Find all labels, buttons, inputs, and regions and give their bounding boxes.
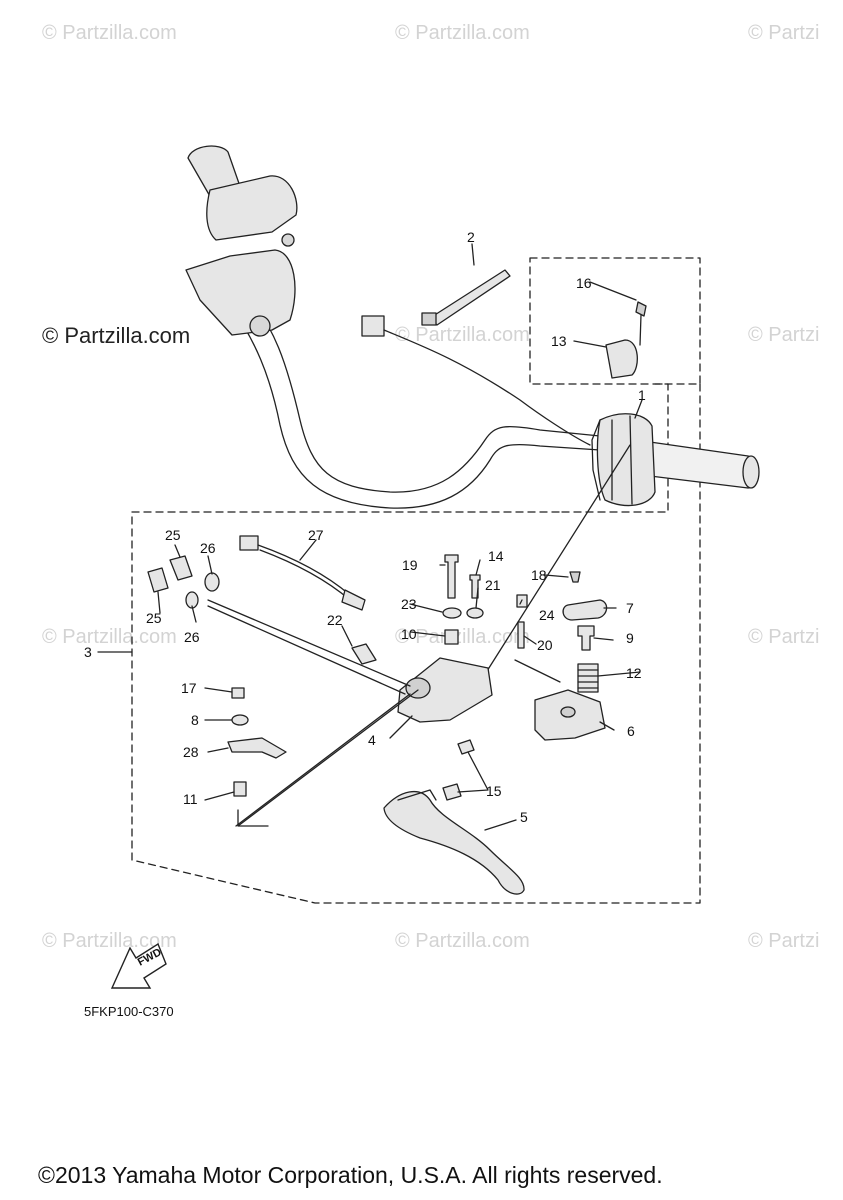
callout: 24 <box>539 607 555 623</box>
watermark: © Partzilla.com <box>395 930 530 952</box>
copyright-notice: ©2013 Yamaha Motor Corporation, U.S.A. A… <box>38 1162 663 1188</box>
callout: 16 <box>576 275 592 291</box>
callout: 27 <box>308 527 324 543</box>
watermark: © Partzilla.com <box>395 626 530 648</box>
callout: 23 <box>401 596 417 612</box>
wire-connector <box>361 315 385 337</box>
callout: 10 <box>401 626 417 642</box>
callout: 18 <box>531 567 547 583</box>
callout: 12 <box>626 665 642 681</box>
callout: 1 <box>638 387 646 403</box>
brand-label: © Partzilla.com <box>42 323 191 348</box>
callout: 4 <box>368 732 376 748</box>
callout: 2 <box>467 229 475 245</box>
spring <box>577 663 599 693</box>
callout: 5 <box>520 809 528 825</box>
diagram-code: 5FKP100-C370 <box>84 1004 174 1019</box>
watermark: © Partzilla.com <box>42 930 177 952</box>
callout: 8 <box>191 712 199 728</box>
callout: 17 <box>181 680 197 696</box>
watermark: © Partzilla.com <box>395 22 530 44</box>
cable-tie <box>429 269 511 326</box>
handlebar <box>229 289 601 509</box>
switch-assembly <box>596 413 656 507</box>
callout: 7 <box>626 600 634 616</box>
callout: 21 <box>485 577 501 593</box>
right-grip <box>649 441 759 489</box>
watermark: © Partzi <box>748 324 820 346</box>
lever-bracket-left <box>206 175 298 241</box>
callout: 25 <box>146 610 162 626</box>
callout: 3 <box>84 644 92 660</box>
callout: 22 <box>327 612 343 628</box>
callout: 26 <box>200 540 216 556</box>
group-box-lever <box>131 383 701 904</box>
watermark: © Partzi <box>748 22 820 44</box>
plate <box>227 737 287 759</box>
brake-lever <box>383 790 525 895</box>
fwd-arrow: FWD <box>110 942 167 989</box>
callout: 19 <box>402 557 418 573</box>
callout: 15 <box>486 783 502 799</box>
bolt <box>444 554 459 599</box>
clamp-part <box>605 339 638 379</box>
master-cylinder <box>185 249 296 336</box>
callout: 14 <box>488 548 504 564</box>
watermark: © Partzilla.com <box>395 324 530 346</box>
callout: 6 <box>627 723 635 739</box>
lever-holder <box>397 657 493 723</box>
callout: 28 <box>183 744 199 760</box>
watermark: © Partzilla.com <box>42 626 177 648</box>
callout: 26 <box>184 629 200 645</box>
callout: 11 <box>183 791 198 807</box>
callout: 9 <box>626 630 634 646</box>
watermark: © Partzi <box>748 930 820 952</box>
callout: 13 <box>551 333 567 349</box>
watermark: © Partzilla.com <box>42 22 177 44</box>
callout: 25 <box>165 527 181 543</box>
watermark: © Partzi <box>748 626 820 648</box>
group-box-top <box>529 257 701 385</box>
callout: 20 <box>537 637 553 653</box>
